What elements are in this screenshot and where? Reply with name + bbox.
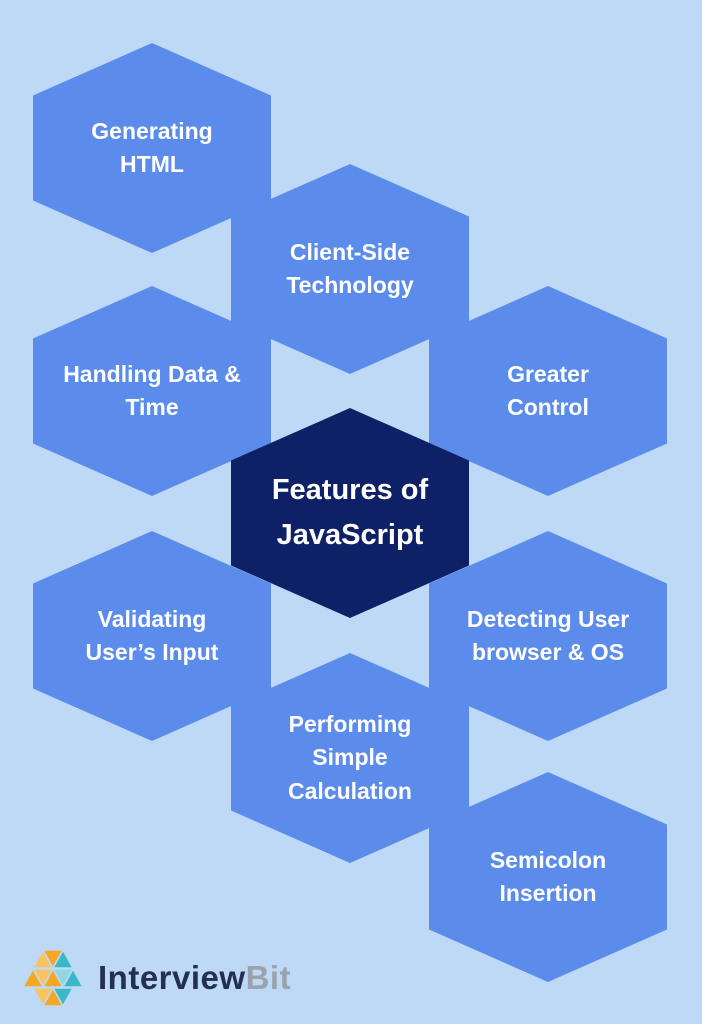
hexagon-label-generating-html: Generating HTML (91, 117, 213, 177)
hexagon-label-greater-control: Greater Control (507, 360, 589, 420)
hexagon-label-performing-simple-calculation: Performing Simple Calculation (288, 710, 412, 804)
hexagon-label-client-side-technology: Client-Side Technology (286, 238, 414, 298)
interviewbit-logo-text: InterviewBit (98, 959, 291, 997)
interviewbit-logo: InterviewBit (18, 948, 291, 1008)
logo-text-interview: Interview (98, 959, 246, 996)
hexagon-label-handling-data-time: Handling Data & Time (63, 360, 241, 420)
hexagon-label-detecting-user-browser-os: Detecting User browser & OS (466, 605, 630, 665)
hexagon-label-semicolon-insertion: Semicolon Insertion (489, 846, 607, 906)
diagram-title: Features of JavaScript (271, 474, 429, 551)
hexagon-label-validating-users-input: Validating User’s Input (85, 605, 219, 665)
logo-text-bit: Bit (245, 959, 292, 996)
interviewbit-logo-icon (22, 949, 84, 1007)
